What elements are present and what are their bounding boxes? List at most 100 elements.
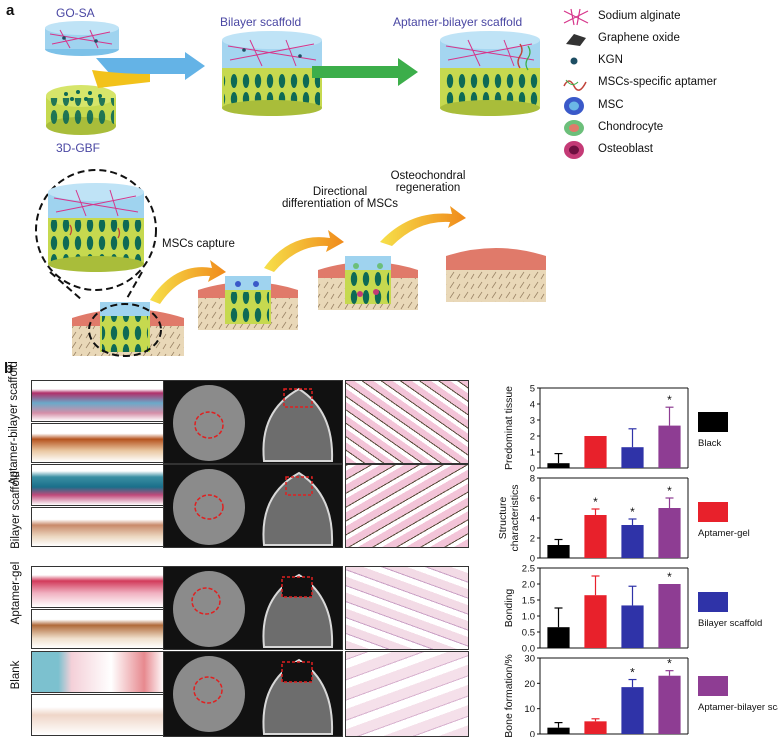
chart-2-tick-label-4: 2.0 xyxy=(522,580,535,591)
step-msc-capture: MSCs capture xyxy=(162,238,235,250)
chart-2-tick-label-3: 1.5 xyxy=(522,596,535,607)
aptamer-bilayer-scaffold-label: Aptamer-bilayer scaffold xyxy=(393,15,523,29)
bilayer-scaffold-label: Bilayer scaffold xyxy=(220,15,302,29)
chart-3-tick-label-1: 10 xyxy=(524,704,535,715)
magnified-view xyxy=(35,169,157,301)
legend-graphene-oxide: Graphene oxide xyxy=(562,30,777,52)
chart-3-tick-label-3: 30 xyxy=(524,654,535,665)
chart-0-tick-label-0: 0 xyxy=(530,464,535,475)
chart-0-sig-3: * xyxy=(667,393,672,407)
legend-label-0: Black xyxy=(698,438,721,449)
chart-1-bar-3 xyxy=(658,508,681,558)
step3-line1: Osteochondral xyxy=(390,170,466,182)
chart-0-tick-label-2: 2 xyxy=(530,432,535,443)
chart-3-bar-3 xyxy=(658,675,681,734)
histology-safranin-row3 xyxy=(31,566,165,608)
chart-0-tick-label-4: 4 xyxy=(530,400,535,411)
chart-2-bar-1 xyxy=(584,595,607,648)
step-osteochondral-regeneration: Osteochondral regeneration xyxy=(378,170,478,194)
histology-ihc-row2 xyxy=(31,507,165,547)
chart-3-bar-0 xyxy=(547,727,570,734)
chart-0-bar-1 xyxy=(584,436,607,468)
chart-3-tick-label-0: 0 xyxy=(530,730,535,737)
microct-row2-art xyxy=(173,469,334,546)
chart-3-bar-1 xyxy=(584,721,607,734)
chart-1-bar-1 xyxy=(584,515,607,558)
chart-0-bar-0 xyxy=(547,463,570,468)
microct-row3 xyxy=(163,566,343,650)
chart-3-ylabel: Bone formation/% xyxy=(503,654,515,737)
microct-row2 xyxy=(163,464,343,548)
histology-ihc-row1 xyxy=(31,423,165,463)
schematic-legend: Sodium alginate Graphene oxide KGN MSCs-… xyxy=(562,8,777,162)
chart-1-tick-label-0: 0 xyxy=(530,554,535,565)
histology-detail-row2 xyxy=(345,464,469,548)
chart-3-sig-2: * xyxy=(630,666,635,680)
chart-2-bar-3 xyxy=(658,584,681,648)
histology-detail-row1 xyxy=(345,380,469,464)
aptamer-bilayer-scaffold-drawing xyxy=(440,31,540,116)
step3-line2: regeneration xyxy=(395,182,461,194)
chart-1-bar-2 xyxy=(621,525,644,558)
histology-safranin-row1 xyxy=(31,380,165,422)
legend-msc: MSC xyxy=(562,96,777,118)
microct-row4 xyxy=(163,651,343,737)
microct-row4-art xyxy=(173,656,334,735)
legend-swatch-3 xyxy=(698,676,728,696)
legend-label-3: Aptamer-bilayer scaffold xyxy=(698,702,778,713)
sheet-icon xyxy=(566,34,586,46)
histology-safranin-row2 xyxy=(31,464,165,506)
chart-2-tick-label-5: 2.5 xyxy=(522,564,535,575)
chart-0-bar-2 xyxy=(621,447,644,468)
go-sa-disc xyxy=(45,21,119,56)
strand-icon xyxy=(563,79,587,91)
microct-row1-art xyxy=(173,385,334,462)
legend-swatch-2 xyxy=(698,592,728,612)
chart-1-tick-label-3: 6 xyxy=(530,494,535,505)
legend-sodium-alginate: Sodium alginate xyxy=(562,8,777,30)
histology-detail-row4 xyxy=(345,651,469,737)
chart-2-tick-label-0: 0.0 xyxy=(522,644,535,655)
chart-1-bar-0 xyxy=(547,545,570,558)
microct-row1 xyxy=(163,380,343,464)
chart-1-tick-label-2: 4 xyxy=(530,514,535,525)
chart-2-bar-0 xyxy=(547,627,570,648)
chart-1-sig-2: * xyxy=(630,505,635,519)
schematic-illustration xyxy=(35,21,546,357)
legend-label-2: Bilayer scaffold xyxy=(698,618,762,629)
chart-1-ylabel: Structurecharacteristics xyxy=(497,484,521,551)
chart-3-bar-2 xyxy=(621,687,644,734)
bilayer-scaffold-drawing xyxy=(222,31,322,116)
defect-site-2 xyxy=(198,276,298,330)
legend-osteoblast: Osteoblast xyxy=(562,140,777,162)
legend-label-1: Aptamer-gel xyxy=(698,528,750,539)
histology-ihc-row4 xyxy=(31,694,165,736)
chart-1-tick-label-4: 8 xyxy=(530,474,535,485)
chart-0-ylabel: Predominat tissue xyxy=(503,386,515,470)
defect-site-3 xyxy=(318,256,418,310)
legend-chondrocyte: Chondrocyte xyxy=(562,118,777,140)
chart-2-bar-2 xyxy=(621,605,644,648)
chart-1-tick-label-1: 2 xyxy=(530,534,535,545)
chondrocyte-cell-icon xyxy=(564,120,584,136)
gbf-label: 3D-GBF xyxy=(56,141,101,155)
chart-0-tick-label-5: 5 xyxy=(530,384,535,395)
step2-line2: differentiation of MSCs xyxy=(281,198,399,210)
chart-2-ylabel: Bonding xyxy=(503,589,515,628)
gbf-disc xyxy=(46,85,116,135)
histology-ihc-row3 xyxy=(31,609,165,649)
defect-site-1 xyxy=(72,302,184,357)
mesh-icon xyxy=(563,8,589,26)
step2-line1: Directional xyxy=(312,186,368,198)
panel-a-letter: a xyxy=(6,2,15,19)
microct-row3-art xyxy=(173,571,334,648)
histology-safranin-row4 xyxy=(31,651,165,693)
legend-swatch-0 xyxy=(698,412,728,432)
histology-detail-row3 xyxy=(345,566,469,650)
chart-0-bar-3 xyxy=(658,425,681,468)
legend-aptamer: MSCs-specific aptamer xyxy=(562,74,777,96)
osteoblast-cell-icon xyxy=(564,141,584,159)
chart-3-tick-label-2: 20 xyxy=(524,679,535,690)
panel-b-letter: b xyxy=(4,360,14,377)
